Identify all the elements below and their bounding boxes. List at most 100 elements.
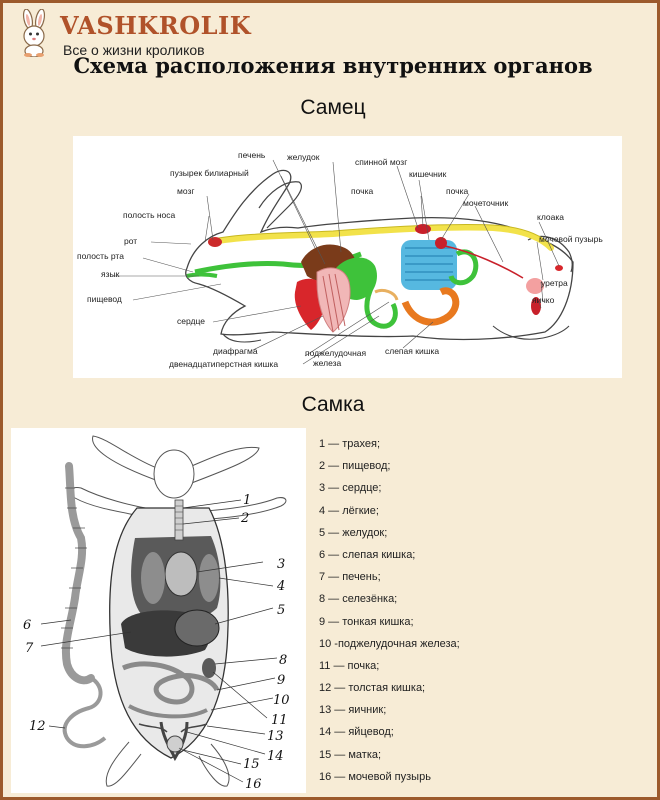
spinal-cord-outline bbox=[212, 223, 552, 246]
legend-item: 14 — яйцевод; bbox=[319, 726, 394, 739]
small-intestine-2 bbox=[128, 704, 208, 719]
lung-left bbox=[141, 552, 165, 604]
male-diagram: печень пузырек билиарный желудок спинной… bbox=[73, 136, 622, 378]
female-legend: 1 — трахея; 2 — пищевод; 3 — сердце; 4 —… bbox=[319, 433, 639, 788]
rabbit-logo-icon bbox=[22, 9, 46, 57]
testis bbox=[531, 297, 541, 315]
rabbit-ear-left bbox=[92, 435, 162, 483]
female-num-4: 4 bbox=[276, 579, 285, 594]
label-cloaca: клоака bbox=[537, 212, 564, 222]
legend-item: 4 — лёгкие; bbox=[319, 504, 379, 517]
pancreas bbox=[374, 288, 399, 301]
stomach bbox=[174, 609, 220, 647]
brain bbox=[208, 237, 222, 247]
female-num-7: 7 bbox=[25, 641, 34, 656]
label-liver: печень bbox=[238, 150, 266, 160]
leader-lines bbox=[113, 159, 560, 365]
female-num-2: 2 bbox=[240, 511, 249, 526]
spinal-cord bbox=[210, 224, 554, 251]
label-pancreas-line1: поджелудочная bbox=[305, 348, 367, 358]
legend-item: 9 — тонкая кишка; bbox=[319, 615, 414, 628]
female-num-16: 16 bbox=[245, 777, 262, 792]
label-nasal-cavity: полость носа bbox=[123, 210, 176, 220]
colon bbox=[62, 676, 107, 749]
rabbit-ear-outline bbox=[258, 181, 302, 229]
female-heading: Самка bbox=[301, 393, 365, 416]
label-gallbladder: пузырек билиарный bbox=[170, 168, 249, 178]
label-kidney-2: почка bbox=[446, 186, 468, 196]
label-mouth: рот bbox=[124, 236, 137, 246]
label-brain: мозг bbox=[177, 186, 194, 196]
bladder bbox=[526, 278, 544, 294]
label-tongue: язык bbox=[101, 269, 120, 279]
rabbit-body-outline bbox=[185, 169, 574, 341]
label-intestine: кишечник bbox=[409, 169, 447, 179]
rabbit-hindfoot-right bbox=[198, 743, 230, 787]
cloaca bbox=[555, 265, 563, 271]
female-num-9: 9 bbox=[277, 673, 285, 688]
rabbit-foreleg-outline bbox=[222, 333, 262, 343]
label-ureter: мочеточник bbox=[463, 198, 508, 208]
legend-item: 12 — толстая кишка; bbox=[319, 682, 426, 695]
label-esophagus: пищевод bbox=[87, 294, 122, 304]
label-oral-cavity: полость рта bbox=[77, 251, 124, 261]
female-num-6: 6 bbox=[23, 618, 31, 633]
female-diagram: 1 2 3 4 5 6 7 8 9 10 11 12 13 14 15 16 bbox=[11, 428, 306, 793]
rabbit-tail-outline bbox=[527, 235, 573, 273]
female-num-5: 5 bbox=[277, 603, 285, 618]
bladder bbox=[166, 735, 184, 753]
rabbit-ear-right bbox=[186, 446, 260, 485]
heart bbox=[164, 551, 198, 597]
male-rabbit-diagram: печень пузырек билиарный желудок спинной… bbox=[77, 150, 603, 369]
legend-item: 5 — желудок; bbox=[319, 526, 388, 539]
lung-right bbox=[199, 554, 219, 602]
female-num-11: 11 bbox=[271, 713, 288, 728]
small-intestine bbox=[401, 240, 457, 290]
female-num-8: 8 bbox=[279, 653, 287, 668]
legend-item: 2 — пищевод; bbox=[319, 460, 391, 473]
rabbit-head bbox=[153, 449, 195, 499]
rabbit-hindfoot-left bbox=[105, 741, 142, 787]
oviduct bbox=[138, 723, 208, 733]
legend-item: 7 — печень; bbox=[319, 571, 381, 584]
rabbit-hindleg-outline bbox=[492, 325, 570, 340]
diaphragm bbox=[322, 273, 346, 333]
legend-item: 1 — трахея; bbox=[319, 438, 381, 450]
legend-item: 11 — почка; bbox=[319, 659, 380, 672]
brand-name: VASHKROLIK bbox=[60, 11, 252, 40]
label-diaphragm: диафрагма bbox=[213, 346, 258, 356]
oral-cavity bbox=[186, 272, 218, 278]
legend-item: 15 — матка; bbox=[319, 748, 382, 761]
duodenum bbox=[364, 282, 398, 329]
trachea bbox=[174, 499, 184, 541]
male-heading: Самец bbox=[300, 96, 366, 119]
female-num-14: 14 bbox=[267, 749, 284, 764]
kidney bbox=[202, 658, 216, 678]
label-pancreas-line2: железа bbox=[313, 358, 342, 368]
female-rabbit-diagram: 1 2 3 4 5 6 7 8 9 10 11 12 13 14 15 16 bbox=[23, 435, 290, 792]
legend-item: 10 -поджелудочная железа; bbox=[319, 637, 460, 650]
ureter bbox=[444, 245, 524, 279]
label-caecum: слепая кишка bbox=[385, 346, 439, 356]
brand-tagline: Все о жизни кроликов bbox=[63, 42, 205, 58]
uterus bbox=[159, 721, 189, 762]
label-bladder: мочевой пузырь bbox=[539, 234, 603, 244]
label-duodenum: двенадцатиперстная кишка bbox=[169, 359, 278, 369]
label-kidney-1: почка bbox=[351, 186, 373, 196]
label-urethra: уретра bbox=[541, 278, 568, 288]
female-num-15: 15 bbox=[243, 757, 260, 772]
label-heart: сердце bbox=[177, 316, 205, 326]
small-intestine bbox=[121, 661, 220, 705]
caecum bbox=[61, 462, 95, 685]
legend-item: 3 — сердце; bbox=[319, 482, 382, 495]
caecum bbox=[401, 287, 460, 326]
label-spinal-cord: спинной мозг bbox=[355, 157, 407, 167]
label-testis: яичко bbox=[532, 295, 555, 305]
female-leader-lines bbox=[40, 499, 278, 783]
legend-item: 16 — мочевой пузырь bbox=[319, 770, 431, 783]
site-logo[interactable]: VASHKROLIK Все о жизни кроликов bbox=[15, 9, 251, 61]
legend-item: 8 — селезёнка; bbox=[319, 593, 398, 606]
legend-item: 13 — яичник; bbox=[319, 704, 387, 717]
page-title: Схема расположения внутренних органов bbox=[73, 53, 593, 78]
